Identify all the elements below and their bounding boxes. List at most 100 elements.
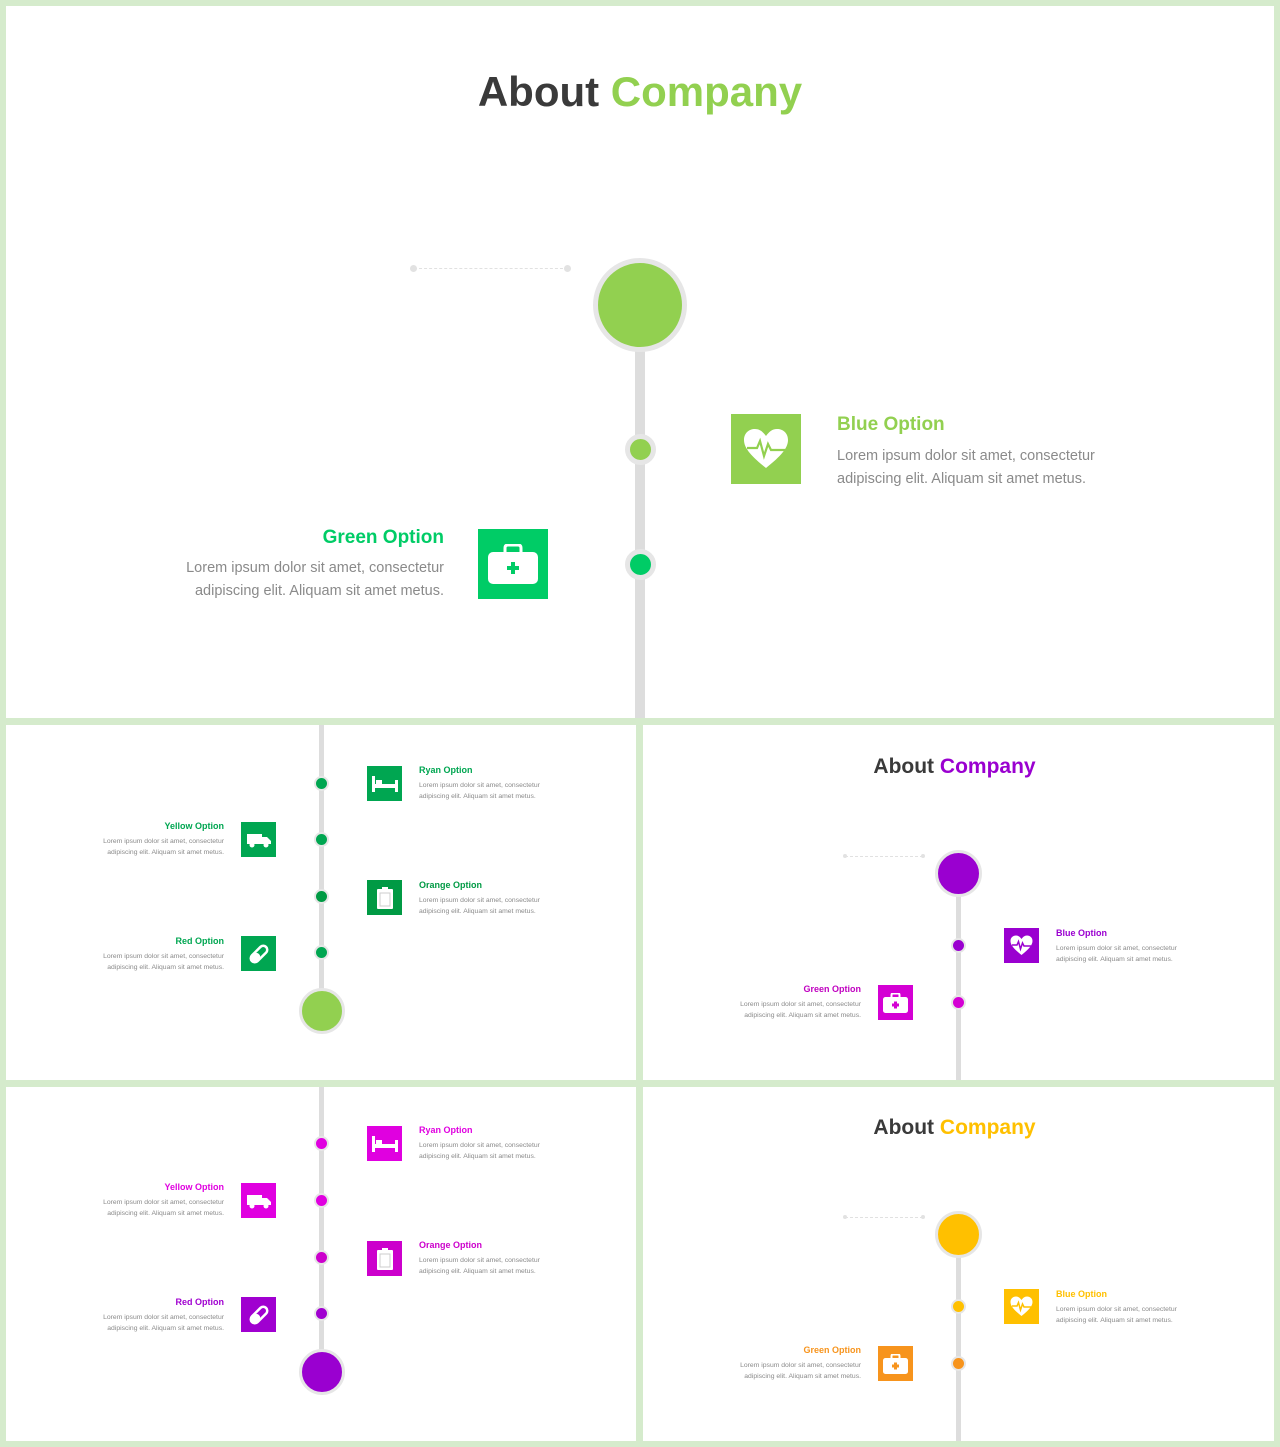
orange-option-text: Lorem ipsum dolor sit amet, consectetur … xyxy=(419,1257,540,1275)
connector-end-dot xyxy=(843,1215,847,1219)
timeline-dot xyxy=(314,945,329,960)
yellow-option-text: Lorem ipsum dolor sit amet, consectetur … xyxy=(103,838,224,856)
medical-kit-icon xyxy=(883,1353,908,1374)
blue-option-title: Blue Option xyxy=(837,414,945,435)
timeline-dot xyxy=(625,434,656,465)
timeline-line xyxy=(319,725,324,1015)
timeline-dot xyxy=(314,889,329,904)
orange-option-title: Orange Option xyxy=(419,1240,482,1250)
clipboard-icon xyxy=(376,1247,393,1270)
ambulance-icon xyxy=(246,1194,271,1208)
connector-end-dot xyxy=(564,265,571,272)
connector-end-dot xyxy=(410,265,417,272)
blue-option-title: Blue Option xyxy=(1056,1289,1107,1299)
ambulance-icon xyxy=(246,833,271,847)
slide-title: About Company xyxy=(6,68,1274,116)
timeline-dot xyxy=(951,938,966,953)
title-accent: Company xyxy=(939,1116,1036,1139)
yellow-option-text: Lorem ipsum dolor sit amet, consectetur … xyxy=(103,1199,224,1217)
medical-kit-icon xyxy=(883,992,908,1013)
blue-option-text: Lorem ipsum dolor sit amet, consectetur … xyxy=(837,448,1095,487)
timeline-dot xyxy=(951,1299,966,1314)
red-option-icon-box xyxy=(241,1297,276,1332)
yellow-option-title: Yellow Option xyxy=(164,821,224,831)
title-accent: Company xyxy=(939,755,1036,778)
yellow-option-icon-box xyxy=(241,822,276,857)
bed-icon xyxy=(371,775,398,792)
timeline-line xyxy=(956,875,961,1080)
timeline-dot xyxy=(314,1136,329,1151)
green-option-icon-box xyxy=(478,529,548,599)
timeline-dot xyxy=(314,832,329,847)
blue-option-text: Lorem ipsum dolor sit amet, consectetur … xyxy=(1056,1306,1177,1324)
red-option-title: Red Option xyxy=(175,1297,225,1307)
slide-5: About Company Blue Option Lorem ipsum do… xyxy=(643,1087,1274,1441)
red-option-icon-box xyxy=(241,936,276,971)
blue-option-icon-box xyxy=(731,414,801,484)
red-option-text: Lorem ipsum dolor sit amet, consectetur … xyxy=(103,953,224,971)
timeline-dot xyxy=(314,1193,329,1208)
heart-pulse-icon xyxy=(1010,935,1033,955)
slide-1: About Company Blue Option Lorem ipsum do… xyxy=(6,6,1274,718)
timeline-dot xyxy=(314,1250,329,1265)
green-option-title: Green Option xyxy=(803,984,861,994)
orange-option-title: Orange Option xyxy=(419,880,482,890)
connector-end-dot xyxy=(843,854,847,858)
orange-option-icon-box xyxy=(367,880,402,915)
ryan-option-text: Lorem ipsum dolor sit amet, consectetur … xyxy=(419,1142,540,1160)
yellow-option-title: Yellow Option xyxy=(164,1182,224,1192)
dashed-connector xyxy=(845,856,923,857)
connector-end-dot xyxy=(921,1215,925,1219)
green-option-text: Lorem ipsum dolor sit amet, consectetur … xyxy=(740,1362,861,1380)
timeline-dot xyxy=(314,1306,329,1321)
blue-option-title: Blue Option xyxy=(1056,928,1107,938)
ryan-option-text: Lorem ipsum dolor sit amet, consectetur … xyxy=(419,782,540,800)
orange-option-icon-box xyxy=(367,1241,402,1276)
slide-title: About Company xyxy=(643,755,1274,779)
connector-end-dot xyxy=(921,854,925,858)
red-option-text: Lorem ipsum dolor sit amet, consectetur … xyxy=(103,1314,224,1332)
timeline-dot xyxy=(951,995,966,1010)
timeline-main-circle xyxy=(299,988,345,1034)
red-option-title: Red Option xyxy=(175,936,225,946)
timeline-dot xyxy=(625,549,656,580)
timeline-dot xyxy=(951,1356,966,1371)
timeline-line xyxy=(635,306,645,718)
blue-option-icon-box xyxy=(1004,928,1039,963)
heart-pulse-icon xyxy=(1010,1296,1033,1316)
timeline-main-circle xyxy=(593,258,687,352)
timeline-dot xyxy=(314,776,329,791)
ryan-option-icon-box xyxy=(367,766,402,801)
pill-icon xyxy=(249,1305,268,1324)
timeline-main-circle xyxy=(935,1211,982,1258)
dashed-connector xyxy=(845,1217,923,1218)
dashed-connector xyxy=(414,268,568,269)
blue-option-text: Lorem ipsum dolor sit amet, consectetur … xyxy=(1056,945,1177,963)
title-accent: Company xyxy=(610,68,803,115)
title-main: About xyxy=(477,68,600,115)
ryan-option-icon-box xyxy=(367,1126,402,1161)
title-main: About xyxy=(873,1116,935,1139)
ryan-option-title: Ryan Option xyxy=(419,1125,473,1135)
orange-option-text: Lorem ipsum dolor sit amet, consectetur … xyxy=(419,897,540,915)
timeline-line xyxy=(319,1087,324,1377)
pill-icon xyxy=(249,944,268,963)
medical-kit-icon xyxy=(488,544,538,584)
timeline-main-circle xyxy=(935,850,982,897)
slide-title: About Company xyxy=(643,1116,1274,1140)
green-option-text: Lorem ipsum dolor sit amet, consectetur … xyxy=(186,560,444,599)
timeline-line xyxy=(956,1237,961,1441)
ryan-option-title: Ryan Option xyxy=(419,765,473,775)
slide-3: About Company Blue Option Lorem ipsum do… xyxy=(643,725,1274,1080)
slide-2: Ryan Option Lorem ipsum dolor sit amet, … xyxy=(6,725,636,1080)
clipboard-icon xyxy=(376,886,393,909)
green-option-title: Green Option xyxy=(322,527,444,548)
green-option-icon-box xyxy=(878,1346,913,1381)
green-option-icon-box xyxy=(878,985,913,1020)
timeline-main-circle xyxy=(299,1349,345,1395)
heart-pulse-icon xyxy=(744,429,788,468)
bed-icon xyxy=(371,1135,398,1152)
green-option-title: Green Option xyxy=(803,1345,861,1355)
slide-4: Ryan Option Lorem ipsum dolor sit amet, … xyxy=(6,1087,636,1441)
title-main: About xyxy=(873,755,935,778)
